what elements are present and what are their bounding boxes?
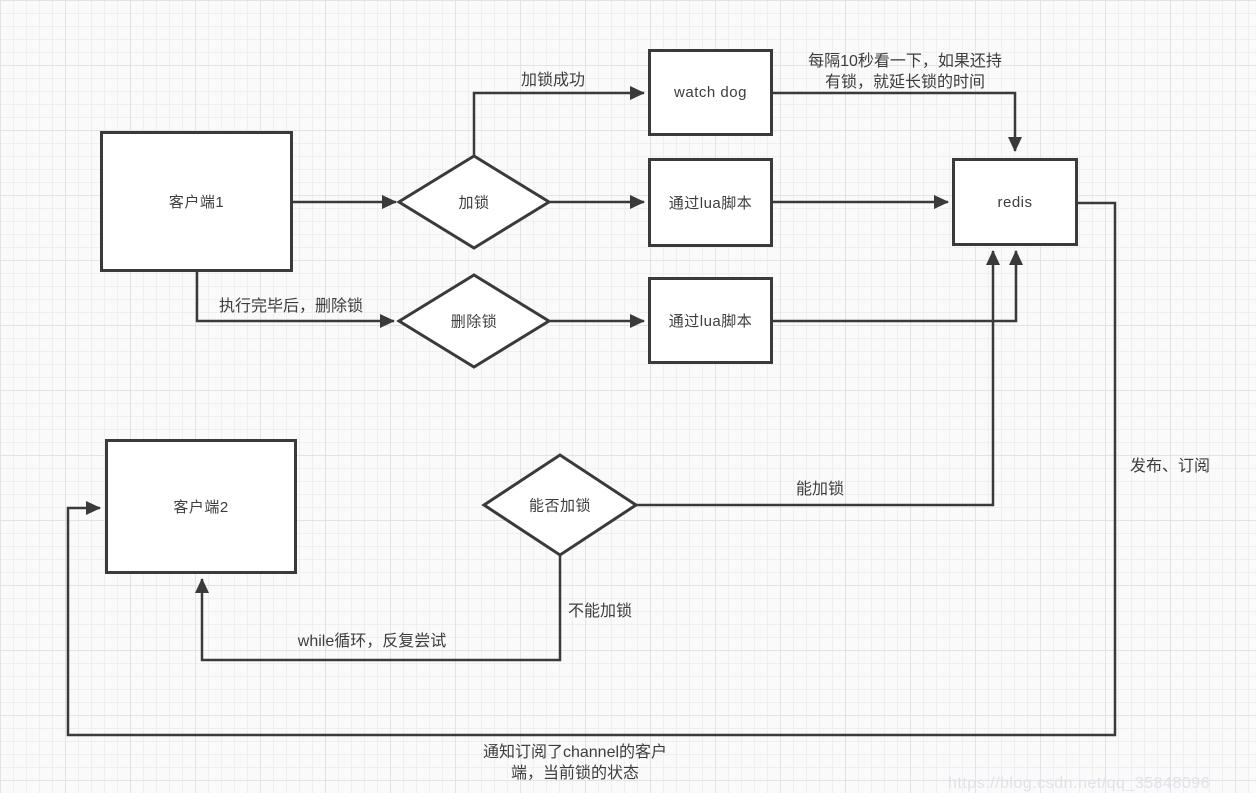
node-watchdog: watch dog <box>648 49 773 136</box>
edge-client1-to-delete-lock <box>195 272 395 328</box>
edge-can-lock-to-redis <box>636 250 1000 507</box>
edge-redis-pubsub-to-client2 <box>66 201 1117 737</box>
edge-while-retry-loop <box>195 556 562 662</box>
label-notify-channel-line1: 通知订阅了channel的客户 <box>482 744 668 761</box>
node-watchdog-label: watch dog <box>674 84 747 101</box>
edge-lua-bottom-to-redis <box>773 250 1023 323</box>
label-while-retry: while循环，反复尝试 <box>297 633 447 650</box>
node-lua-script-bottom: 通过lua脚本 <box>648 277 773 364</box>
node-client2: 客户端2 <box>105 439 297 574</box>
label-watchdog-note: 每隔10秒看一下，如果还持 有锁，就延长锁的时间 <box>808 51 1002 93</box>
diamond-lock-label: 加锁 <box>458 194 490 212</box>
node-lua-script-top: 通过lua脚本 <box>648 158 773 247</box>
node-client2-label: 客户端2 <box>173 499 229 516</box>
diamond-delete-lock <box>396 273 552 369</box>
node-redis-label: redis <box>997 193 1033 211</box>
label-watchdog-note-line1: 每隔10秒看一下，如果还持 <box>808 53 1002 70</box>
label-notify-channel-line2: 端，当前锁的状态 <box>510 765 639 782</box>
label-after-exec-delete: 执行完毕后，删除锁 <box>218 298 364 315</box>
node-client1-label: 客户端1 <box>168 194 225 211</box>
diamond-can-lock <box>481 453 639 557</box>
edge-lock-to-watchdog <box>472 86 645 155</box>
node-lua-script-bottom-label: 通过lua脚本 <box>668 313 753 330</box>
csdn-watermark: https://blog.csdn.net/qq_35848096 <box>948 775 1211 792</box>
label-pub-sub: 发布、订阅 <box>1129 458 1211 475</box>
node-redis: redis <box>952 158 1078 246</box>
node-client1: 客户端1 <box>100 131 293 272</box>
label-cannot-acquire: 不能加锁 <box>567 603 633 620</box>
node-lua-script-top-label: 通过lua脚本 <box>668 195 753 212</box>
label-can-acquire: 能加锁 <box>795 481 845 498</box>
diamond-can-lock-label: 能否加锁 <box>528 497 592 515</box>
diamond-delete-lock-label: 删除锁 <box>450 313 498 331</box>
edge-watchdog-to-redis <box>773 91 1022 152</box>
label-notify-channel: 通知订阅了channel的客户 端，当前锁的状态 <box>483 742 667 784</box>
diamond-lock <box>396 154 552 250</box>
label-lock-success: 加锁成功 <box>520 72 586 89</box>
label-watchdog-note-line2: 有锁，就延长锁的时间 <box>824 74 985 91</box>
